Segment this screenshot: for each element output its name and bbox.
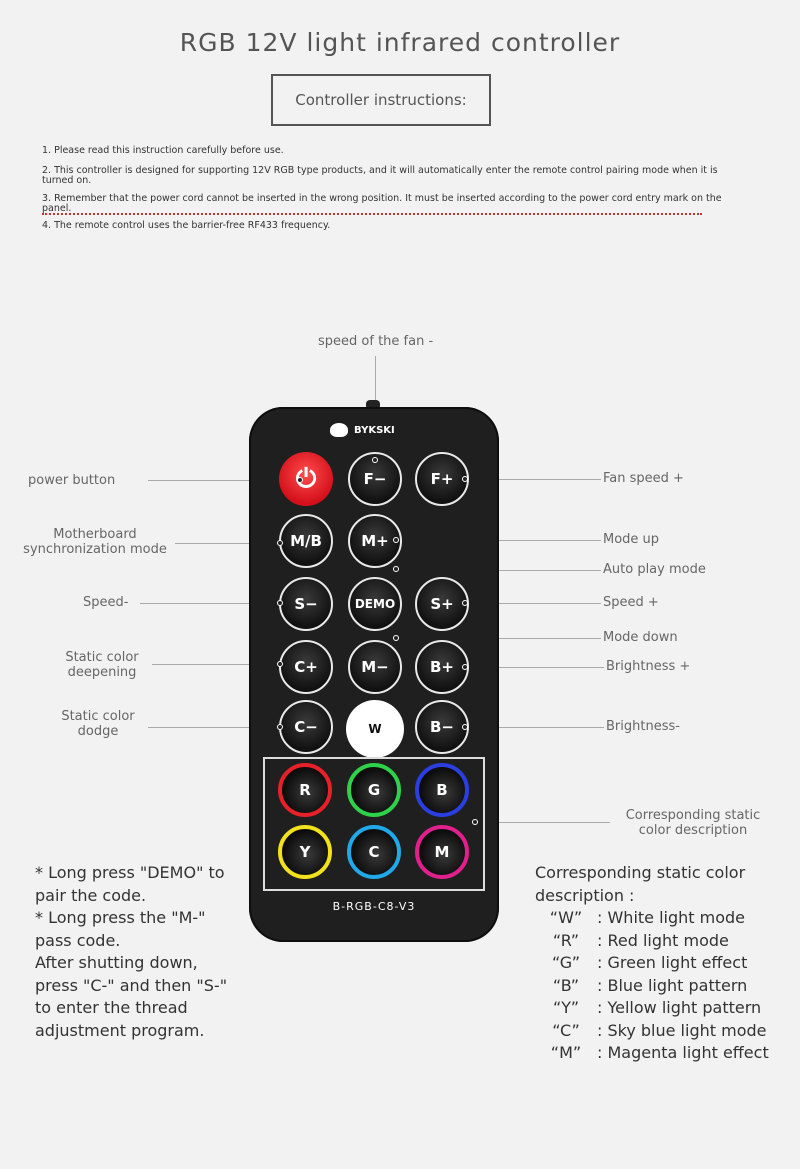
callout-static-dodge: Static color dodge [61, 709, 135, 739]
leader-line [466, 479, 601, 480]
callout-fan-down: speed of the fan - [318, 334, 434, 349]
speed-minus-button[interactable]: S− [279, 577, 333, 631]
legend-row: “M”: Magenta light effect [550, 1043, 769, 1062]
leader-line [398, 540, 601, 541]
note-line: After shutting down, [35, 953, 198, 972]
callout-color-desc: Corresponding static color description [625, 808, 761, 838]
remote-top-nub [366, 400, 380, 410]
note-line: adjustment program. [35, 1020, 205, 1040]
white-button[interactable]: W [346, 700, 404, 758]
legend-row: “R”: Red light mode [552, 930, 729, 950]
leader-dot [462, 724, 468, 730]
model-number: B-RGB-C8-V3 [332, 900, 416, 913]
leader-dot [393, 566, 399, 572]
demo-button[interactable]: DEMO [348, 577, 402, 631]
dotted-divider [42, 213, 702, 215]
leader-dot [462, 664, 468, 670]
leader-line [466, 603, 601, 604]
speed-plus-button[interactable]: S+ [415, 577, 469, 631]
leader-line [140, 603, 300, 604]
leader-dot [372, 457, 378, 463]
instruction-4: 4. The remote control uses the barrier-f… [42, 220, 331, 231]
green-button[interactable]: G [347, 763, 401, 817]
note-line: pass code. [35, 930, 121, 950]
instruction-2: 2. This controller is designed for suppo… [42, 165, 718, 186]
legend-heading: Corresponding static color [535, 863, 746, 882]
subtitle-box: Controller instructions: [271, 74, 491, 126]
brand-name: BYKSKI [354, 424, 395, 436]
callout-static-deepen: Static color deepening [65, 650, 139, 680]
callout-speed-up: Speed + [603, 595, 659, 610]
page-title: RGB 12V light infrared controller [179, 28, 621, 57]
leader-dot [277, 600, 283, 606]
usage-notes: * Long press "DEMO" to pair the code. * … [35, 862, 255, 1042]
color-legend: Corresponding static color description :… [535, 862, 795, 1065]
legend-heading: description : [535, 885, 635, 905]
yellow-button[interactable]: Y [278, 825, 332, 879]
callout-mode-down: Mode down [603, 630, 678, 645]
cyan-button[interactable]: C [347, 825, 401, 879]
mb-sync-button[interactable]: M/B [279, 514, 333, 568]
leader-dot [277, 724, 283, 730]
leader-dot [393, 537, 399, 543]
leader-dot [462, 600, 468, 606]
leader-line [152, 664, 300, 665]
leader-dot [297, 477, 303, 483]
brand-logo: BYKSKI [330, 421, 420, 439]
color-plus-button[interactable]: C+ [279, 640, 333, 694]
magenta-button[interactable]: M [415, 825, 469, 879]
note-line: * Long press "DEMO" to [35, 863, 225, 882]
dragon-logo-icon [330, 423, 348, 437]
brightness-plus-button[interactable]: B+ [415, 640, 469, 694]
leader-line [466, 667, 604, 668]
leader-dot [393, 635, 399, 641]
instruction-1: 1. Please read this instruction carefull… [42, 145, 284, 156]
legend-row: “G”: Green light effect [551, 953, 748, 972]
power-icon: ⏻ [295, 463, 317, 494]
note-line: * Long press the "M-" [35, 908, 206, 927]
color-minus-button[interactable]: C− [279, 700, 333, 754]
callout-mode-up: Mode up [603, 532, 660, 547]
callout-fan-up: Fan speed + [603, 471, 684, 486]
leader-line [397, 638, 601, 639]
leader-line [478, 822, 610, 823]
instruction-3: 3. Remember that the power cord cannot b… [42, 193, 722, 214]
note-line: press "C-" and then "S-" [35, 975, 228, 995]
blue-button[interactable]: B [415, 763, 469, 817]
leader-dot [277, 540, 283, 546]
leader-line [175, 543, 300, 544]
legend-row: “W”: White light mode [549, 908, 746, 927]
mode-minus-button[interactable]: M− [348, 640, 402, 694]
note-line: to enter the thread [35, 998, 188, 1017]
note-line: pair the code. [35, 885, 147, 905]
leader-line [148, 727, 300, 728]
fan-plus-button[interactable]: F+ [415, 452, 469, 506]
fan-minus-button[interactable]: F− [348, 452, 402, 506]
color-button-group [263, 757, 485, 891]
callout-brightness-up: Brightness + [606, 659, 691, 674]
leader-dot [277, 661, 283, 667]
callout-motherboard: Motherboard synchronization mode [23, 527, 167, 557]
red-button[interactable]: R [278, 763, 332, 817]
legend-row: “C”: Sky blue light mode [552, 1020, 767, 1040]
legend-row: “B”: Blue light pattern [552, 975, 748, 995]
leader-dot [462, 476, 468, 482]
leader-line [466, 727, 604, 728]
callout-speed-down: Speed- [83, 595, 129, 610]
callout-auto-play: Auto play mode [603, 562, 706, 577]
subtitle: Controller instructions: [295, 91, 467, 109]
power-button[interactable]: ⏻ [279, 452, 333, 506]
leader-dot [472, 819, 478, 825]
callout-brightness-down: Brightness- [606, 719, 680, 734]
legend-row: “Y”: Yellow light pattern [552, 998, 762, 1017]
callout-power: power button [28, 473, 116, 488]
leader-line [148, 480, 308, 481]
brightness-minus-button[interactable]: B− [415, 700, 469, 754]
